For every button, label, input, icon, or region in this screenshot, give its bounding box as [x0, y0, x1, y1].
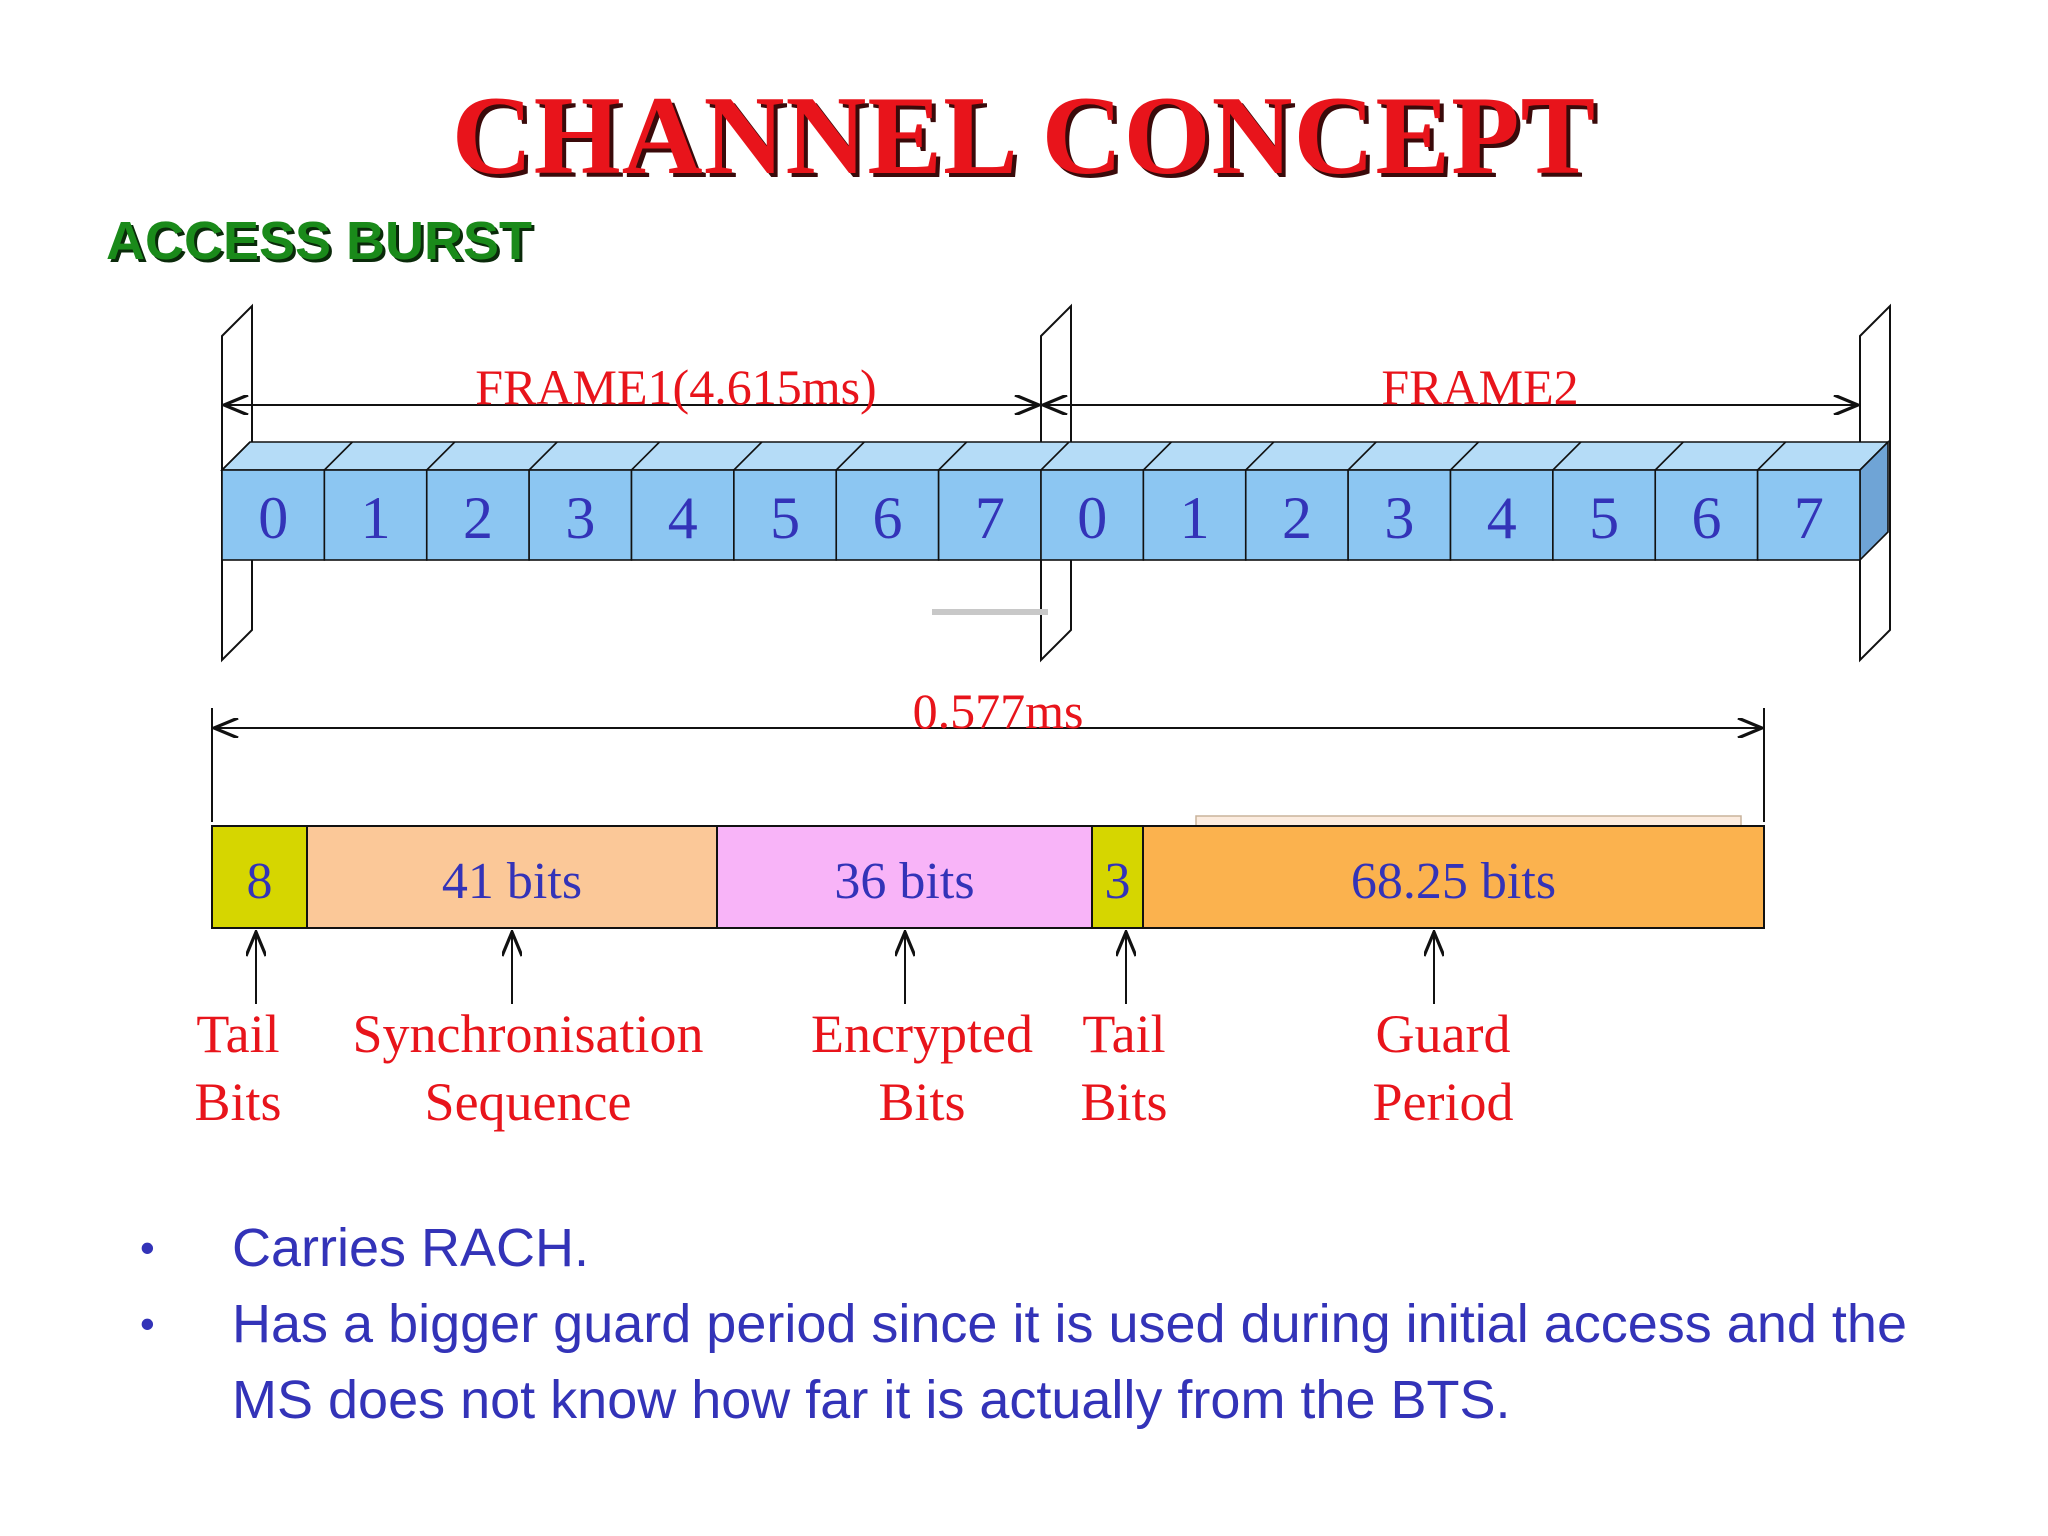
timeslot-number: 7: [975, 485, 1005, 551]
timeslot-cell: [1654, 469, 1759, 561]
timeslot-edge: [528, 441, 558, 471]
burst-field-box: [716, 825, 1093, 929]
burst-field-label: Bits: [194, 1072, 281, 1132]
timeslot-edge: [1245, 441, 1275, 471]
page-title: CHANNEL CONCEPT: [451, 74, 1597, 198]
timeslot-edge: [1449, 441, 1480, 471]
timeslot-cell: [1347, 469, 1452, 561]
timeslot-number: 5: [770, 485, 800, 551]
bullet-dot: •: [140, 1224, 155, 1271]
burst-field-label: Sequence: [425, 1072, 632, 1132]
timeslot-edge: [426, 441, 456, 471]
burst-duration-arrow: 0.577ms: [211, 683, 1765, 822]
timeslot-number: 6: [872, 485, 902, 551]
frame2-label: FRAME2: [1381, 359, 1578, 415]
frame-span-arrows: FRAME1(4.615ms) FRAME2: [224, 359, 1858, 415]
timeslot-edge: [938, 441, 968, 471]
timeslot-edge: [221, 441, 251, 471]
section-subtitle: ACCESS BURST: [106, 211, 533, 271]
timeslot-cell: [528, 469, 633, 561]
frame1-label: FRAME1(4.615ms): [475, 359, 876, 415]
timeslot-number: 3: [565, 485, 595, 551]
burst-duration-label: 0.577ms: [913, 683, 1084, 739]
timeslot-cell: [323, 469, 428, 561]
timeslot-number: 5: [1589, 485, 1619, 551]
burst-field-value: 3: [1105, 853, 1131, 910]
burst-field-label: Encrypted: [811, 1004, 1033, 1064]
timeslot-bar: 0 1 2 3 4 5 6 7 0 1 2 3 4 5 6 7: [220, 440, 1890, 562]
timeslot-cell: [835, 469, 940, 561]
timeslot-edge: [630, 441, 661, 471]
timeslot-edge: [1142, 441, 1172, 471]
timeslot-number: 4: [668, 485, 698, 551]
timeslot-number: 7: [1794, 485, 1824, 551]
burst-field-value: 36 bits: [834, 853, 974, 910]
timeslot-cell: [1552, 469, 1657, 561]
timeslot-cell: [1040, 469, 1145, 561]
timeslot-edge: [323, 441, 353, 471]
timeslot-cell: [630, 469, 735, 561]
burst-field-label: Period: [1373, 1072, 1514, 1132]
timeslot-number: 0: [258, 485, 288, 551]
timeslot-cell: [1244, 469, 1349, 561]
burst-field-label: Guard: [1376, 1004, 1511, 1064]
burst-field-label: Synchronisation: [353, 1004, 704, 1064]
timeslot-number: 0: [1077, 485, 1107, 551]
burst-field-value: 68.25 bits: [1351, 853, 1556, 910]
bullet-item-rach: • Carries RACH.: [140, 1210, 1940, 1286]
timeslot-edge: [1757, 441, 1787, 471]
timeslot-cell: [1142, 469, 1247, 561]
timeslot-edge: [1552, 441, 1582, 471]
burst-field-label: Tail: [196, 1004, 279, 1064]
timeslot-number: 6: [1691, 485, 1721, 551]
bullet-text: Carries RACH.: [232, 1218, 590, 1278]
bullet-list: • Carries RACH. • Has a bigger guard per…: [140, 1210, 1940, 1438]
timeslot-edge: [1040, 441, 1070, 471]
timeslot-number: 2: [463, 485, 493, 551]
burst-field-label: Bits: [1080, 1072, 1167, 1132]
burst-field-box: [1091, 825, 1144, 929]
timeslot-cell: [425, 469, 530, 561]
timeslot-number: 4: [1487, 485, 1517, 551]
timeslot-number: 1: [361, 485, 391, 551]
burst-field-label: Tail: [1082, 1004, 1165, 1064]
timeslot-edge: [1654, 441, 1684, 471]
timeslot-number: 3: [1384, 485, 1414, 551]
bullet-item-guard: • Has a bigger guard period since it is …: [140, 1286, 1940, 1438]
timeslot-cell: [1756, 469, 1861, 561]
burst-field-label: Bits: [878, 1072, 965, 1132]
timeslot-cell: [733, 469, 838, 561]
timeslot-cell: [1449, 469, 1554, 561]
bullet-text: Has a bigger guard period since it is us…: [232, 1294, 1907, 1430]
timeslot-number: 2: [1282, 485, 1312, 551]
timeslot-cell: [221, 469, 326, 561]
timeslot-number: 1: [1180, 485, 1210, 551]
guard-outline: [1195, 815, 1742, 827]
burst-field-box: [211, 825, 308, 929]
burst-field-value: 8: [247, 853, 273, 910]
timeslot-edge: [1347, 441, 1377, 471]
bullet-dot: •: [140, 1300, 155, 1347]
timeslot-edge: [835, 441, 865, 471]
burst-field-value: 41 bits: [442, 853, 582, 910]
timeslot-edge: [733, 441, 763, 471]
burst-field-box: [1142, 825, 1765, 929]
